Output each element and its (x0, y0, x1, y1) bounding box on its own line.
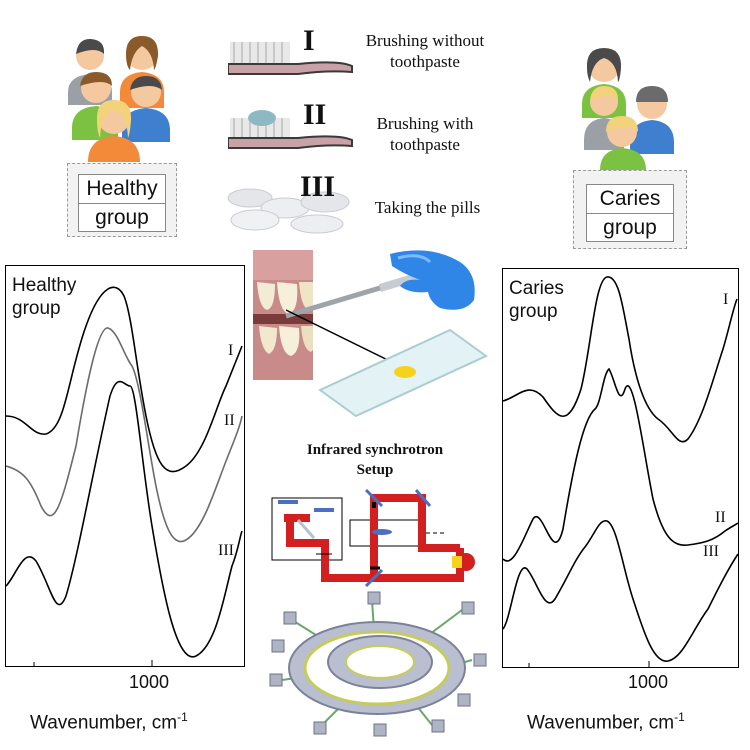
caries-spectrum-curve-3 (503, 520, 738, 662)
step-2-label-line1: Brushing with (376, 114, 474, 133)
healthy-plot-title: Healthy group (12, 274, 76, 320)
caries-plot-title: Caries group (509, 277, 564, 323)
healthy-group-label-line1: Healthy (79, 175, 165, 204)
caries-group-card: Caries group (573, 170, 687, 249)
step-1-numeral: I (303, 24, 315, 57)
step-3-numeral: III (300, 170, 336, 203)
healthy-group-label-line2: group (95, 206, 149, 229)
setup-title-line1: Infrared synchrotron (306, 442, 444, 458)
caries-curve-label-2: II (715, 509, 726, 526)
healthy-spectra-plot: Healthy group I II III (5, 265, 245, 667)
setup-title: Infrared synchrotron Setup (270, 440, 480, 480)
healthy-plot-title-line1: Healthy (12, 275, 77, 296)
healthy-group-label: Healthy group (78, 174, 166, 232)
healthy-curve-label-1: I (228, 342, 234, 359)
healthy-curve-label-3: III (218, 542, 234, 559)
healthy-spectrum-curve-1 (6, 286, 243, 473)
healthy-spectrum-curve-3 (6, 380, 243, 658)
healthy-spectrum-curve-2 (6, 327, 243, 543)
healthy-curve-label-2: II (224, 412, 235, 429)
teeth-photo (253, 250, 313, 380)
caries-tick-label-1000: 1000 (628, 672, 669, 692)
pills-icon (225, 180, 355, 235)
caries-x-axis-label-text: Wavenumber, cm (527, 712, 675, 734)
step-3-label-line1: Taking the pills (374, 198, 481, 217)
caries-curve-label-3: III (703, 543, 719, 560)
caries-group-label-line1: Caries (587, 185, 673, 214)
step-1-label-line2: toothpaste (390, 52, 460, 71)
healthy-plot-title-line2: group (12, 298, 61, 319)
step-1-label: Brushing without toothpaste (340, 30, 510, 72)
caries-x-axis-label-sup: -1 (674, 710, 685, 724)
step-2-numeral: II (303, 98, 327, 131)
setup-title-line2: Setup (356, 462, 394, 478)
step-1-label-line1: Brushing without (365, 31, 485, 50)
glass-slide-sample (280, 300, 490, 420)
gloved-hand-scraper-photo (280, 248, 480, 328)
step-2-label-line2: toothpaste (390, 135, 460, 154)
caries-group-label: Caries group (586, 184, 674, 242)
healthy-x-axis-label-text: Wavenumber, cm (30, 712, 178, 734)
healthy-group-card: Healthy group (67, 163, 177, 237)
healthy-x-axis-label-sup: -1 (177, 710, 188, 724)
synchrotron-ring-illustration (262, 590, 490, 740)
healthy-tick-label-1000: 1000 (129, 672, 170, 692)
caries-group-label-line2: group (603, 216, 657, 239)
step-2-label: Brushing with toothpaste (340, 113, 510, 155)
healthy-group-people-icon (60, 30, 180, 165)
healthy-x-axis-label: Wavenumber, cm-1 (30, 710, 188, 734)
caries-curve-label-1: I (723, 291, 729, 308)
caries-x-axis-label: Wavenumber, cm-1 (527, 710, 685, 734)
caries-group-people-icon (570, 38, 685, 173)
toothbrush-with-paste-icon (227, 108, 353, 150)
caries-spectrum-curve-2 (503, 367, 738, 562)
optical-setup-diagram (270, 478, 485, 593)
toothbrush-icon (227, 38, 353, 78)
caries-plot-title-line1: Caries (509, 278, 564, 299)
caries-spectra-plot: Caries group I II III (502, 268, 739, 668)
caries-plot-title-line2: group (509, 301, 558, 322)
step-3-label: Taking the pills (345, 197, 510, 218)
caries-spectrum-curve-1 (503, 276, 738, 443)
